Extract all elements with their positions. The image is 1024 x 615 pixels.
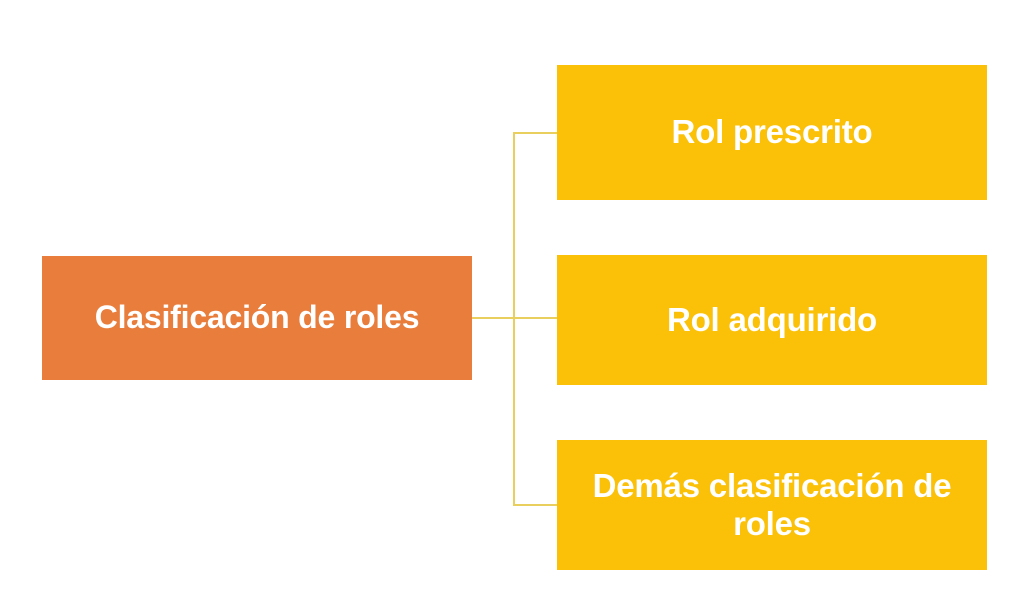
node-child-3-label: Demás clasificación de roles	[592, 466, 952, 542]
node-root-label: Clasificación de roles	[94, 299, 420, 336]
node-child-rol-adquirido[interactable]: Rol adquirido	[557, 255, 987, 385]
node-child-1-label: Rol prescrito	[671, 113, 873, 151]
connector-branch-1	[513, 132, 558, 134]
connector-branch-3	[513, 504, 558, 506]
node-child-demas-clasificacion-de-roles[interactable]: Demás clasificación de roles	[557, 440, 987, 570]
node-child-rol-prescrito[interactable]: Rol prescrito	[557, 65, 987, 200]
node-root-clasificacion-de-roles[interactable]: Clasificación de roles	[42, 256, 472, 380]
connector-branch-2	[513, 317, 558, 319]
connector-stem-root	[471, 317, 515, 319]
node-child-2-label: Rol adquirido	[666, 300, 878, 338]
connector-vertical-trunk	[513, 133, 515, 506]
